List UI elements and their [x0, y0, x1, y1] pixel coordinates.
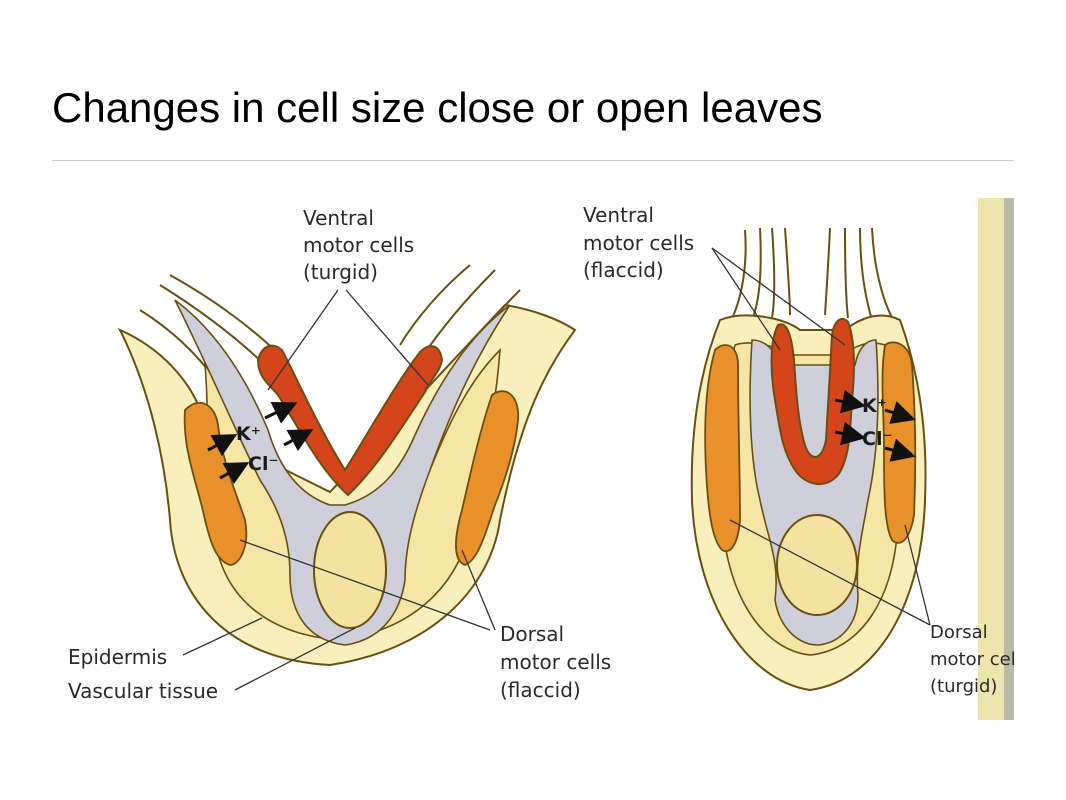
right-pulvinus: K⁺ Cl⁻ Ventral motor cells (flaccid) Dor… [583, 198, 1021, 720]
left-dorsal-label: Dorsal motor cells (flaccid) [500, 622, 618, 702]
right-cl-ion: Cl⁻ [862, 428, 893, 450]
left-ventral-leader-b [345, 289, 429, 386]
left-k-in-arrow [207, 434, 238, 457]
right-dorsal-leader-b [904, 524, 931, 626]
left-dorsal-motor-cells-b [455, 390, 519, 566]
left-dorsal-motor-cells-a [183, 401, 248, 566]
right-cl-out-arrow [884, 438, 916, 462]
right-cl-in-arrow [834, 421, 866, 446]
epidermis-label: Epidermis [68, 645, 167, 669]
left-k-ion: K⁺ [236, 423, 261, 445]
right-dorsal-label: Dorsal motor cel (turgid) [930, 622, 1021, 697]
right-k-in-arrow [834, 389, 866, 414]
right-k-out-arrow [884, 401, 916, 424]
right-dorsal-motor-cells-a [704, 344, 741, 553]
slide-title: Changes in cell size close or open leave… [52, 84, 823, 131]
vascular-leader [234, 627, 356, 691]
left-cl-ion: Cl⁻ [248, 453, 279, 475]
right-ventral-label: Ventral motor cells (flaccid) [583, 203, 701, 282]
left-pulvinus: K⁺ Cl⁻ Ventral motor cells (turgid) Dors… [68, 206, 618, 703]
right-ventral-leader-a [711, 247, 781, 351]
vascular-tissue-label: Vascular tissue [68, 679, 218, 703]
title-divider [52, 160, 1014, 161]
right-ventral-motor-cells [770, 317, 855, 485]
left-dorsal-leader-b [461, 549, 496, 631]
left-central-oval [313, 511, 387, 629]
left-cl-out-arrow [283, 429, 314, 452]
right-dorsal-leader-a [729, 519, 931, 626]
left-ventral-label: Ventral motor cells (turgid) [303, 206, 421, 284]
right-ventral-leader-b [711, 247, 846, 346]
epidermis-leader [182, 617, 263, 656]
left-cl-in-arrow [219, 462, 250, 485]
left-k-out-arrow [264, 401, 298, 424]
left-dorsal-leader-a [239, 539, 491, 631]
left-ventral-leader-a [267, 289, 339, 391]
right-k-ion: K⁺ [862, 395, 887, 417]
